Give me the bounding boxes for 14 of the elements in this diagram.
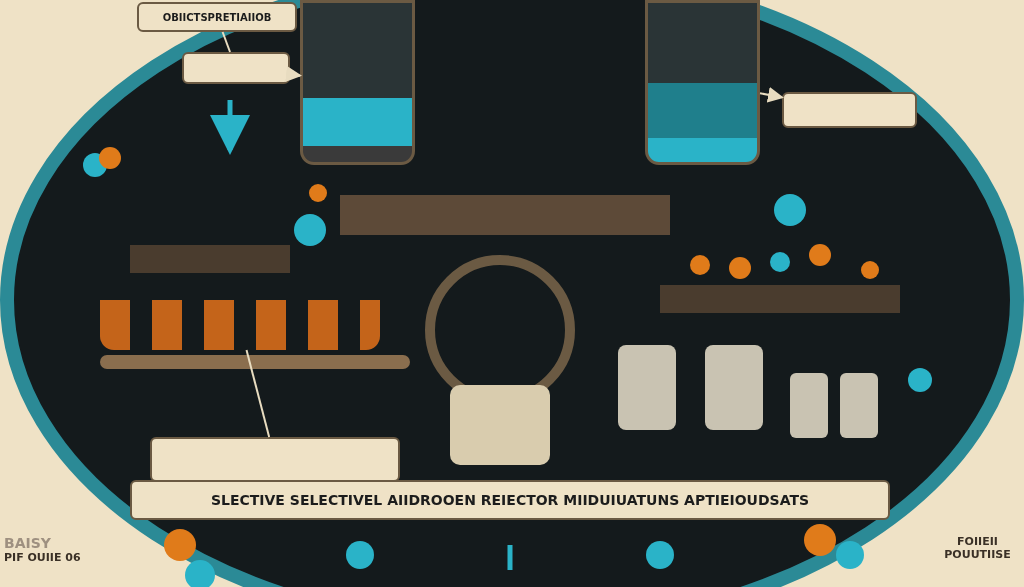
corner-caption: BAISY: [4, 535, 52, 551]
connector-line: [221, 31, 232, 53]
jar-drawing: [645, 0, 760, 165]
label-box: [182, 52, 290, 84]
label-box: [150, 437, 400, 482]
corner-caption: PIF OUIIE 06: [4, 551, 82, 564]
arrow: [285, 66, 302, 82]
arrow: [759, 86, 784, 103]
label-box: [782, 92, 917, 128]
dropper-bottles-drawing: [100, 300, 380, 350]
jar-drawing: [300, 0, 415, 165]
corner-caption: FOIIEII POUUTIISE: [935, 535, 1020, 561]
title-box: OBIICTSPRETIAIIOB: [137, 2, 297, 32]
connector-line: [245, 349, 271, 438]
